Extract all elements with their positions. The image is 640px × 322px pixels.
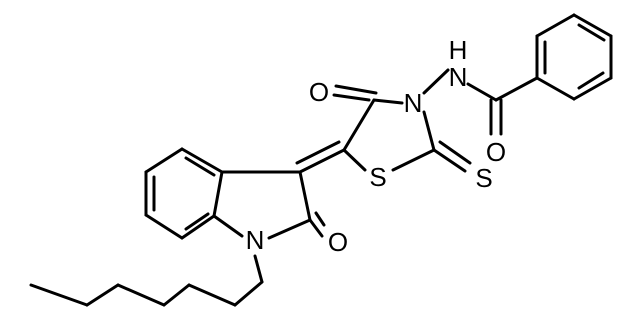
- bond: [116, 283, 166, 307]
- bond: [572, 13, 613, 38]
- bond: [438, 140, 472, 165]
- bond: [535, 76, 576, 101]
- atom-n-indole: N: [246, 225, 265, 255]
- bond: [29, 283, 89, 307]
- bond: [180, 147, 224, 174]
- atom-s-ring: S: [369, 162, 386, 192]
- bond: [334, 84, 378, 95]
- bond: [535, 13, 576, 38]
- atom-labels: O N H N S S O O N: [246, 35, 507, 257]
- bond: [422, 110, 436, 152]
- bond: [332, 93, 371, 102]
- bond: [494, 76, 539, 102]
- bond: [184, 156, 216, 177]
- bond: [391, 148, 436, 172]
- atom-o-lactam: O: [328, 227, 348, 257]
- bond: [295, 140, 341, 165]
- bond: [298, 148, 346, 174]
- bond: [212, 170, 224, 218]
- atom-o-ketone: O: [309, 77, 329, 107]
- bond: [144, 147, 184, 174]
- atom-n-ring: N: [404, 88, 423, 118]
- bond: [422, 68, 450, 95]
- bond: [267, 218, 312, 240]
- bond: [372, 98, 404, 105]
- bond: [466, 82, 498, 102]
- bond: [577, 71, 605, 90]
- bond: [85, 283, 120, 307]
- bond: [212, 214, 244, 238]
- bond: [572, 76, 613, 101]
- bond: [253, 254, 264, 284]
- bond: [187, 283, 237, 307]
- bond: [308, 218, 324, 238]
- bond: [233, 280, 264, 307]
- bond: [432, 148, 467, 173]
- atom-s-thione: S: [475, 163, 492, 193]
- bond: [144, 213, 184, 240]
- bond: [184, 212, 210, 231]
- bond: [180, 214, 216, 240]
- bond: [342, 148, 367, 172]
- bond: [314, 211, 326, 227]
- bond: [162, 283, 191, 307]
- bonds: [29, 13, 613, 307]
- bond: [298, 170, 312, 222]
- bond: [342, 98, 376, 152]
- atom-h: H: [449, 35, 468, 65]
- bond: [577, 23, 606, 42]
- atom-n-amide: N: [449, 62, 468, 92]
- atom-o-amide: O: [486, 137, 506, 167]
